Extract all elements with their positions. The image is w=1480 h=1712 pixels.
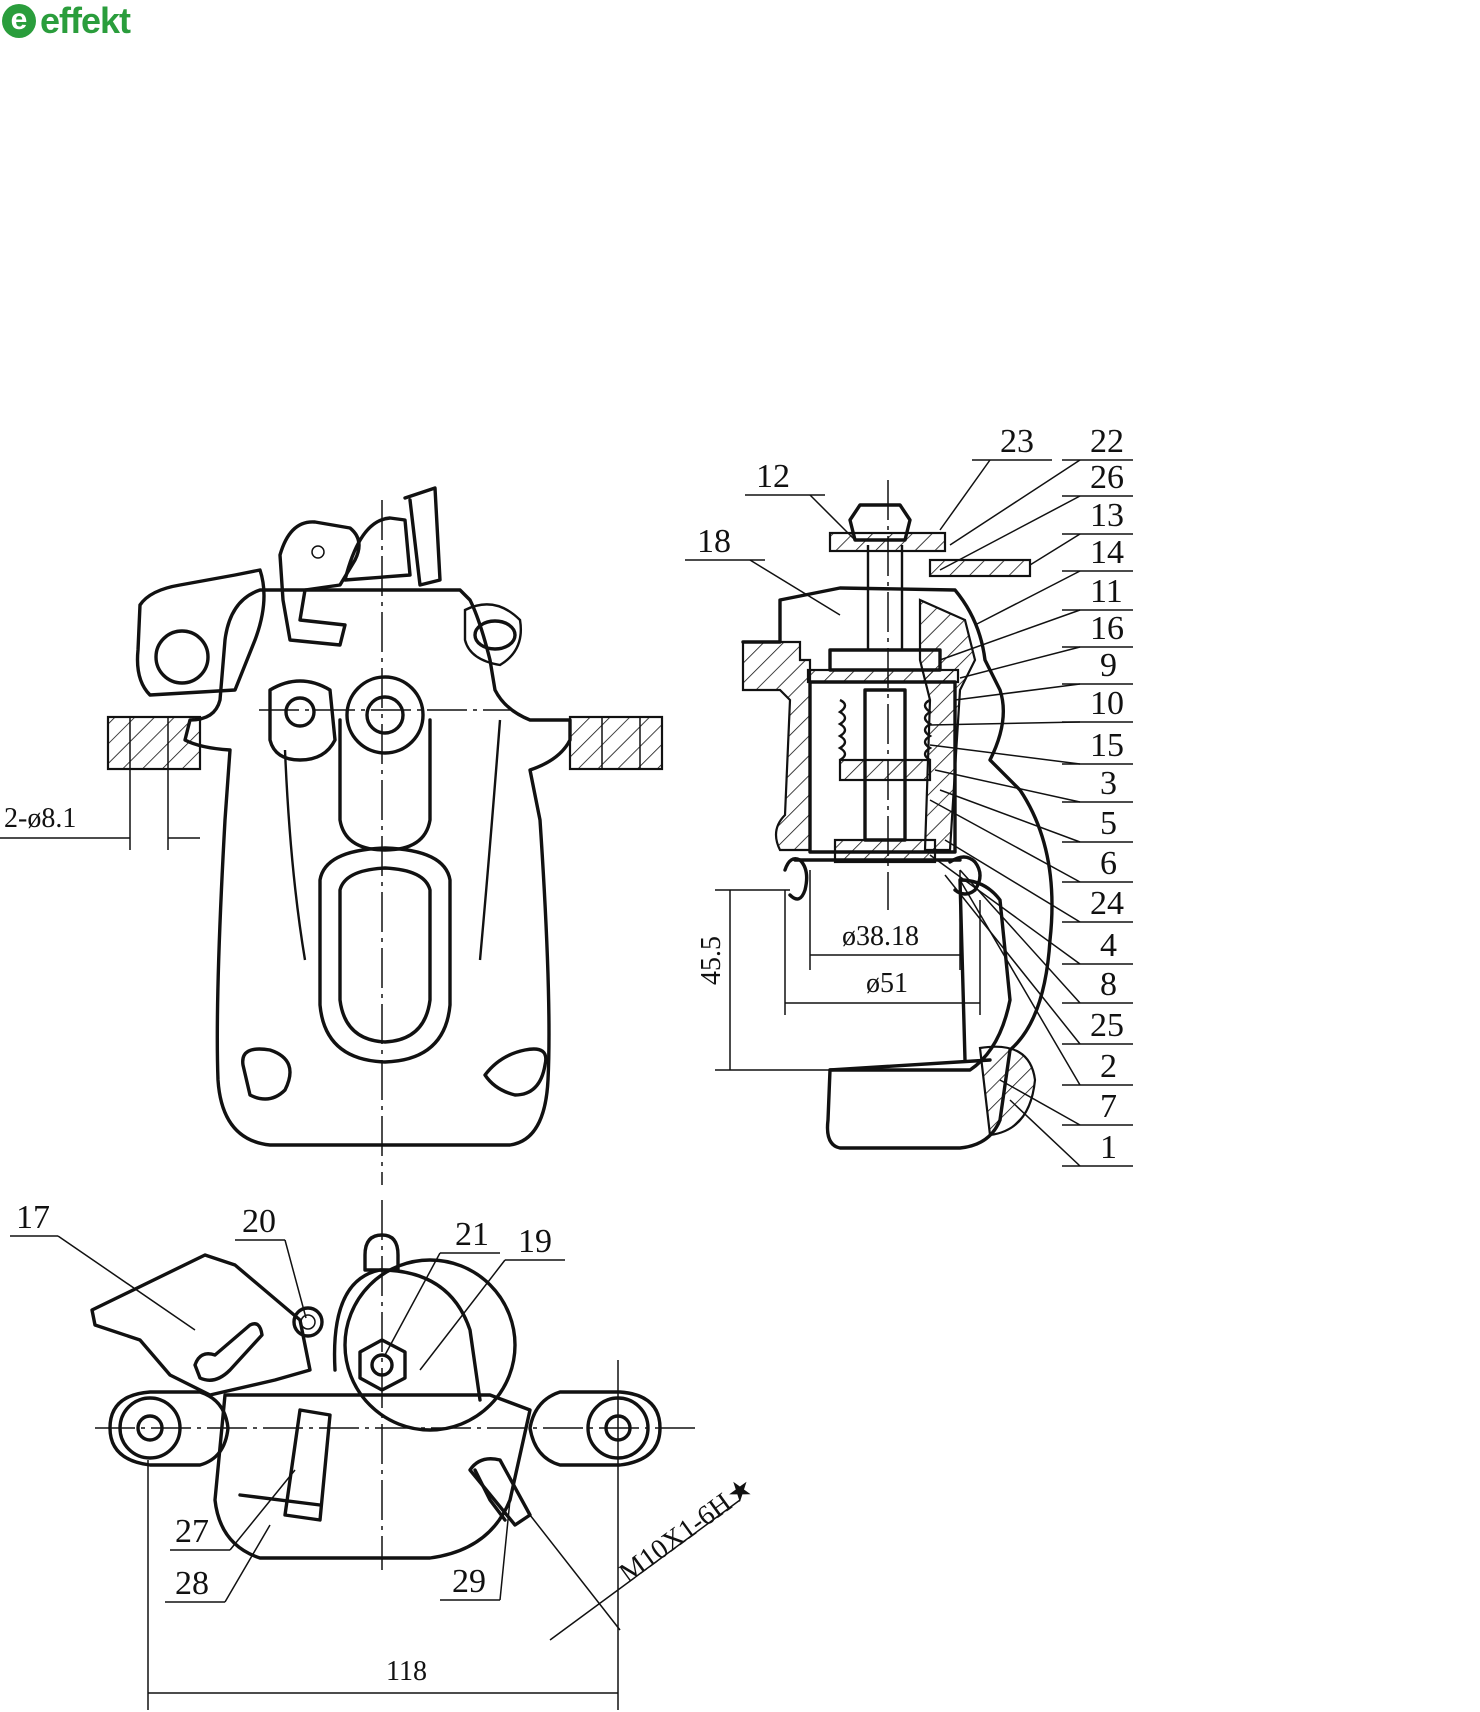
bore-outer-dim: ø51 [866, 968, 908, 999]
callout-29: 29 [452, 1563, 486, 1600]
callout-17: 17 [16, 1199, 50, 1236]
callout-21: 21 [455, 1216, 489, 1253]
section-callouts: 23 22 12 26 13 18 14 11 16 9 10 15 3 5 6… [697, 423, 1124, 1166]
mount-spacing-dim: 118 [386, 1656, 427, 1687]
callout-6: 6 [1100, 845, 1117, 882]
callout-11: 11 [1090, 573, 1123, 610]
callout-28: 28 [175, 1565, 209, 1602]
callout-2: 2 [1100, 1048, 1117, 1085]
depth-dim: 45.5 [696, 936, 727, 985]
callout-23: 23 [1000, 423, 1034, 460]
bore-inner-dim: ø38.18 [842, 921, 919, 952]
callout-15: 15 [1090, 727, 1124, 764]
callout-22: 22 [1090, 423, 1124, 460]
callout-10: 10 [1090, 685, 1124, 722]
callout-1: 1 [1100, 1129, 1117, 1166]
bottom-callouts: 17 20 21 19 27 28 29 [16, 1199, 552, 1602]
callout-24: 24 [1090, 885, 1124, 922]
callout-12: 12 [756, 458, 790, 495]
callout-4: 4 [1100, 927, 1117, 964]
callout-19: 19 [518, 1223, 552, 1260]
front-view: 2-ø8.1 [0, 486, 664, 1185]
callout-7: 7 [1100, 1088, 1117, 1125]
callout-20: 20 [242, 1203, 276, 1240]
brand-logo: e effekt [0, 0, 131, 42]
callout-8: 8 [1100, 966, 1117, 1003]
callout-27: 27 [175, 1513, 209, 1550]
callout-9: 9 [1100, 647, 1117, 684]
callout-5: 5 [1100, 805, 1117, 842]
section-view: ø38.18 ø51 45.5 [696, 480, 1054, 1150]
callout-14: 14 [1090, 534, 1124, 571]
callout-13: 13 [1090, 497, 1124, 534]
callout-3: 3 [1100, 765, 1117, 802]
hole-spec-label: 2-ø8.1 [4, 803, 76, 834]
spring-coils [837, 698, 933, 762]
callout-26: 26 [1090, 459, 1124, 496]
section-callout-leaders [685, 459, 1133, 1167]
callout-16: 16 [1090, 610, 1124, 647]
callout-25: 25 [1090, 1007, 1124, 1044]
callout-18: 18 [697, 523, 731, 560]
bottom-view: 118 M10X1-6H★ [90, 1200, 760, 1710]
thread-spec: M10X1-6H★ [614, 1471, 760, 1589]
bottom-callout-leaders [10, 1235, 565, 1603]
logo-mark-icon: e [2, 4, 36, 38]
logo-wordmark: effekt [40, 0, 131, 41]
